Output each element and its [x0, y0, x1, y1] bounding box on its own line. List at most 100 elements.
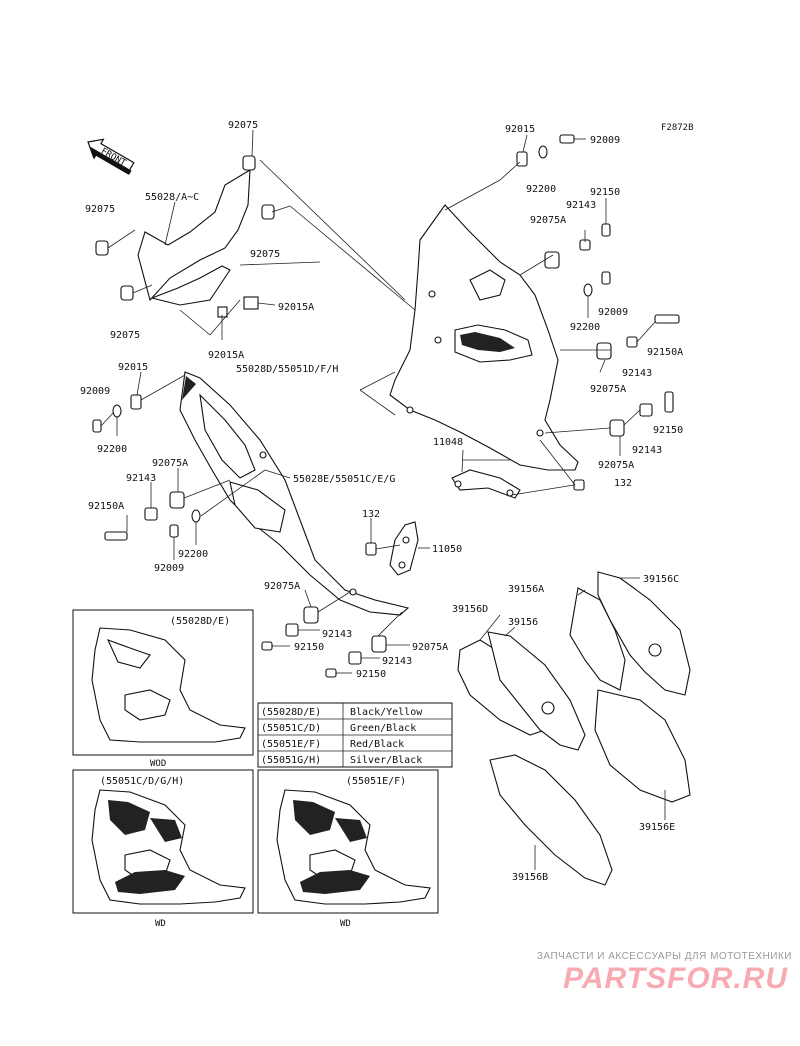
callout-92143-left: 92143: [126, 473, 156, 484]
screw-92015-left: [130, 394, 142, 410]
nut-92143-right2: [639, 403, 653, 417]
grommet-92075a-mid2: [371, 635, 387, 653]
inset-55028de-caption: (55028D/E): [170, 616, 230, 627]
grommet-92075-left: [95, 240, 109, 256]
callout-92075a-top: 92075A: [530, 215, 566, 226]
callout-labels: 92075 92015 92009 55028/A~C 92075 92075 …: [80, 120, 683, 883]
color-table-color-3: Red/Black: [350, 739, 404, 750]
washer-92200-top: [538, 145, 548, 159]
callout-92015-left: 92015: [118, 362, 148, 373]
grommet-92075a-right2: [609, 419, 625, 437]
callout-92009-left2: 92009: [154, 563, 184, 574]
watermark-brand-logo: PARTSFOR.RU: [563, 962, 788, 995]
bolt-92009-left: [92, 419, 102, 433]
nut-92143-mid2: [348, 651, 362, 665]
front-arrow-icon: FRONT: [87, 138, 135, 175]
inset-55051cdgh-tag: WD: [155, 919, 166, 929]
callout-39156b: 39156B: [512, 872, 548, 883]
bolt-92009-left2: [169, 524, 179, 538]
leader-lines: [100, 129, 666, 870]
callout-92143-top: 92143: [566, 200, 596, 211]
callout-92009-mid: 92009: [598, 307, 628, 318]
callout-92143-right: 92143: [622, 368, 652, 379]
callout-92009-left: 92009: [80, 386, 110, 397]
bolt-92150-right: [664, 391, 674, 413]
bolt-92150-top: [601, 223, 611, 237]
callout-39156a: 39156A: [508, 584, 544, 595]
color-table-code-4: (55051G/H): [261, 755, 321, 766]
color-table-color-2: Green/Black: [350, 723, 416, 734]
callout-92075a-right2: 92075A: [598, 460, 634, 471]
nut-92143-left: [144, 507, 158, 521]
grommet-92075-mid: [261, 204, 275, 220]
grommet-92075-top: [242, 155, 256, 171]
pad-39156b: [489, 754, 613, 886]
inset-55051ef-tag: WD: [340, 919, 351, 929]
callout-92200-mid: 92200: [570, 322, 600, 333]
callout-92075a-mid2: 92075A: [412, 642, 448, 653]
grommet-92075-bottom: [120, 285, 134, 301]
callout-92143-right2: 92143: [632, 445, 662, 456]
callout-132-right: 132: [614, 478, 632, 489]
callout-39156c: 39156C: [643, 574, 679, 585]
callout-92015-top: 92015: [505, 124, 535, 135]
callout-55028e-group: 55028E/55051C/E/G: [293, 474, 395, 485]
nut-92143-mid: [285, 623, 299, 637]
grommet-92075a-right: [596, 342, 612, 360]
color-table-color-4: Silver/Black: [350, 755, 422, 766]
callout-39156d: 39156D: [452, 604, 488, 615]
color-table-code-3: (55051E/F): [261, 739, 321, 750]
callout-92075-left: 92075: [85, 204, 115, 215]
callout-92015a-right: 92015A: [278, 302, 314, 313]
callout-92075a-right: 92075A: [590, 384, 626, 395]
color-table-code-2: (55051C/D): [261, 723, 321, 734]
bolt-132-mid: [365, 542, 377, 556]
pad-39156: [487, 631, 586, 751]
callout-39156e: 39156E: [639, 822, 675, 833]
bolt-92150a-right: [654, 314, 680, 324]
nut-92143-right: [626, 336, 638, 348]
screw-92015-top: [516, 151, 528, 167]
inset-55028de: (55028D/E) WOD: [72, 609, 254, 769]
washer-92200-mid: [583, 283, 593, 297]
bracket-11050: [389, 521, 419, 576]
callout-92200-top: 92200: [526, 184, 556, 195]
callout-92075a-left: 92075A: [152, 458, 188, 469]
callout-92200-left: 92200: [97, 444, 127, 455]
callout-92075-mid: 92075: [250, 249, 280, 260]
color-table-code-1: (55028D/E): [261, 707, 321, 718]
inset-55051cdgh-caption: (55051C/D/G/H): [100, 776, 184, 787]
callout-92075a-mid: 92075A: [264, 581, 300, 592]
bracket-11048: [451, 469, 521, 499]
bolt-92150-mid: [261, 641, 273, 651]
bolt-92009-top: [559, 134, 586, 144]
pad-39156e: [594, 689, 691, 803]
callout-39156: 39156: [508, 617, 538, 628]
callout-92015a-bottom: 92015A: [208, 350, 244, 361]
callout-92150-mid: 92150: [294, 642, 324, 653]
bolt-132-right: [573, 479, 585, 491]
callout-92150-mid2: 92150: [356, 669, 386, 680]
callout-11048: 11048: [433, 437, 463, 448]
bolt-92150a-left: [104, 531, 128, 541]
callout-92150a-left: 92150A: [88, 501, 124, 512]
grommet-92075a-top: [544, 251, 560, 269]
callout-92009-top: 92009: [590, 135, 620, 146]
color-table: (55028D/E) Black/Yellow (55051C/D) Green…: [257, 702, 453, 768]
watermark-tagline: ЗАПЧАСТИ И АКСЕССУАРЫ ДЛЯ МОТОТЕХНИКИ: [536, 951, 792, 962]
callout-92150a-right: 92150A: [647, 347, 683, 358]
bolt-92150-mid2: [325, 668, 337, 678]
callout-92075-top: 92075: [228, 120, 258, 131]
inset-55051ef: (55051E/F) WD: [257, 769, 439, 929]
callout-11050: 11050: [432, 544, 462, 555]
inset-55051cdgh: (55051C/D/G/H) WD: [72, 769, 254, 929]
callout-55028-ac: 55028/A~C: [145, 192, 199, 203]
washer-92200-left: [112, 404, 122, 418]
pad-39156a: [569, 587, 626, 691]
bolt-92009-mid: [601, 271, 611, 285]
figure-code: F2872B: [661, 123, 694, 133]
grommet-92075a-left: [169, 491, 185, 509]
inset-55051ef-caption: (55051E/F): [346, 776, 406, 787]
